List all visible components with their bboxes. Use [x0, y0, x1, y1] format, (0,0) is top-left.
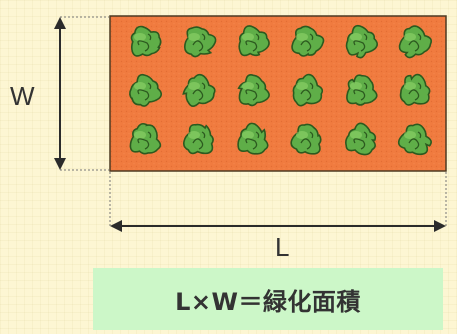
width-dimension-arrow: [54, 17, 66, 170]
planting-plot: [109, 15, 447, 172]
shrub-icon: [129, 73, 162, 107]
length-label: L: [275, 232, 290, 262]
formula-text: L×W＝緑化面積: [175, 287, 361, 316]
shrub-icon: [237, 74, 270, 107]
shrub-icon: [346, 74, 378, 106]
shrub-icon: [292, 73, 324, 107]
shrub-icon: [397, 123, 432, 156]
shrub-icon: [398, 25, 433, 59]
shrub-icon: [291, 25, 325, 57]
shrub-icon: [182, 73, 216, 107]
shrub-grid: [129, 24, 433, 156]
shrub-icon: [182, 123, 214, 155]
width-label: W: [10, 81, 35, 111]
shrub-icon: [238, 25, 270, 57]
shrub-icon: [290, 123, 322, 155]
length-dimension-arrow: [110, 220, 446, 232]
formula-box: L×W＝緑化面積: [93, 268, 443, 330]
shrub-icon: [130, 25, 162, 57]
shrub-icon: [345, 24, 378, 59]
shrub-icon: [399, 73, 431, 106]
shrub-icon: [237, 122, 269, 155]
shrub-icon: [345, 122, 377, 156]
shrub-icon: [183, 26, 217, 58]
shrub-icon: [129, 122, 162, 155]
diagram-canvas: [54, 15, 447, 232]
